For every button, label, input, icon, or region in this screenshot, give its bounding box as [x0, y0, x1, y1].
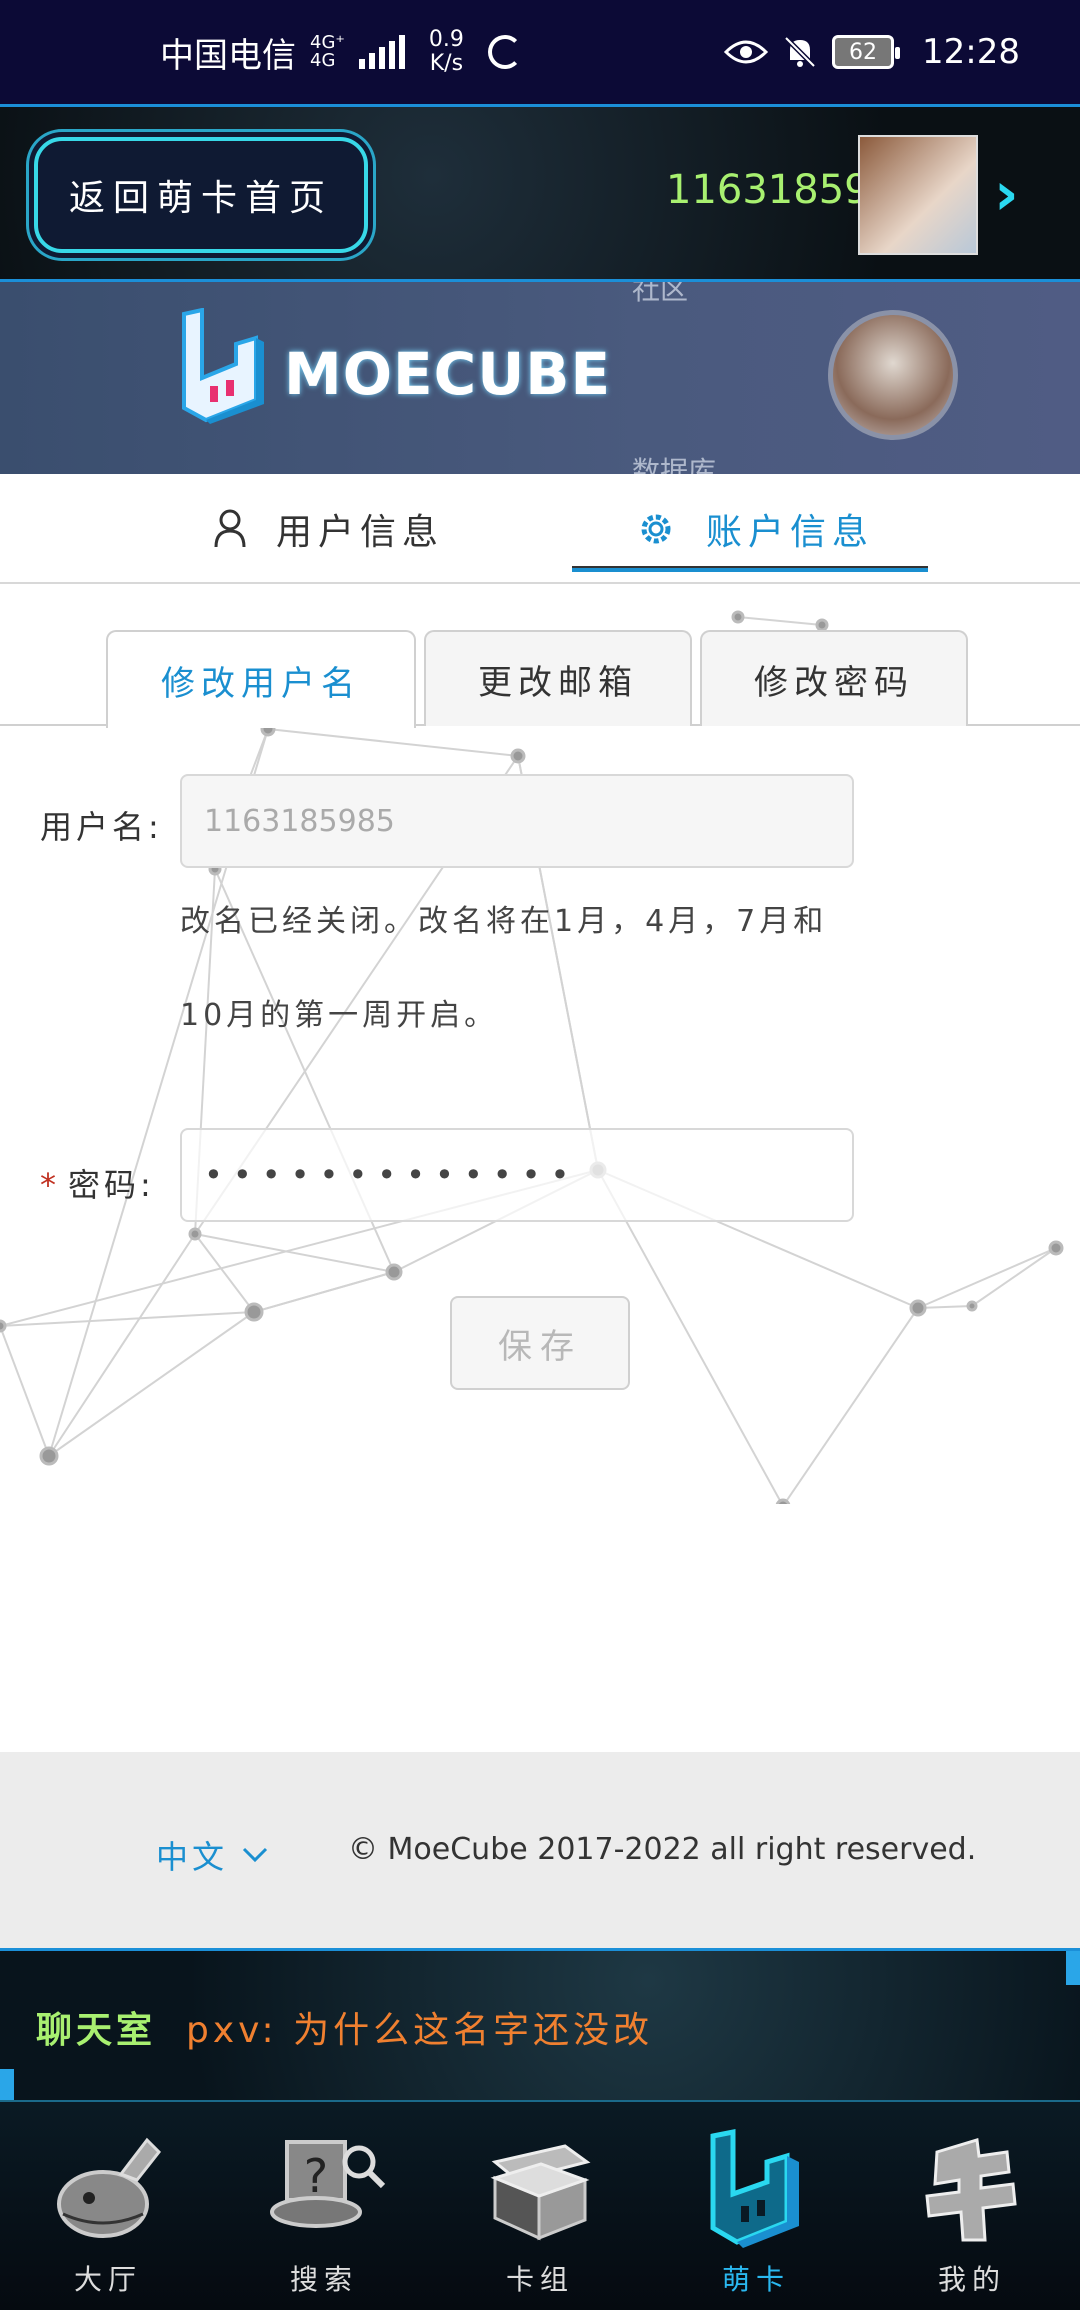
required-mark: * — [40, 1166, 60, 1204]
nav-mine-label: 我的 — [937, 2263, 1006, 2296]
back-to-home-button[interactable]: 返回萌卡首页 — [34, 137, 368, 253]
tab-account-info[interactable]: 账户信息 — [636, 474, 874, 584]
battery-level: 62 — [849, 39, 878, 65]
chat-room-label: 聊天室 — [36, 2010, 157, 2051]
password-label: 密码: — [68, 1166, 155, 1204]
card-box-icon — [490, 2144, 591, 2241]
password-input[interactable]: ••••••••••••• — [180, 1128, 854, 1222]
moecube-logo-icon — [710, 2128, 799, 2248]
chevron-down-icon — [242, 1847, 268, 1863]
username-input[interactable]: 1163185985 — [180, 774, 854, 868]
save-button[interactable]: 保存 — [450, 1296, 630, 1390]
status-left: 中国电信 4G⁺ 4G 0.9 K/s — [160, 28, 522, 77]
nav-deck[interactable]: 卡组 — [432, 2102, 648, 2310]
username-placeholder: 1163185985 — [204, 803, 395, 839]
password-label-wrap: *密码: — [40, 1160, 155, 1206]
nav-deck-label: 卡组 — [505, 2263, 574, 2296]
network-speed: 0.9 K/s — [429, 28, 464, 76]
chat-corner-left — [0, 2069, 14, 2103]
tab-change-username[interactable]: 修改用户名 — [106, 630, 416, 728]
nav-moecube[interactable]: 萌卡 — [648, 2102, 864, 2310]
nav-mine[interactable]: 我的 — [864, 2102, 1080, 2310]
chat-latest-message: pxv: 为什么这名字还没改 — [186, 2010, 654, 2051]
battery-icon: 62 — [832, 35, 901, 69]
nav-lobby[interactable]: 大厅 — [0, 2102, 216, 2310]
copyright-text: © MoeCube 2017-2022 all right reserved. — [348, 1832, 977, 1867]
active-tab-indicator — [572, 566, 928, 572]
chat-corner-right — [1066, 1951, 1080, 1985]
tab-change-username-label: 修改用户名 — [161, 663, 361, 704]
svg-text:?: ? — [304, 2149, 328, 2203]
mute-bell-icon — [784, 36, 816, 68]
moecube-banner: 社区 数据库 MOECUBE — [0, 282, 1080, 474]
moecube-logo-icon[interactable] — [176, 308, 268, 424]
gear-icon — [641, 514, 671, 544]
back-to-home-label: 返回萌卡首页 — [68, 178, 333, 219]
magnifier-hat-icon: ? — [270, 2140, 386, 2228]
form-tabs: 修改用户名 更改邮箱 修改密码 — [0, 628, 1080, 728]
tab-change-email[interactable]: 更改邮箱 — [424, 630, 692, 726]
signal-icon — [358, 35, 405, 69]
eye-icon — [724, 40, 769, 64]
network-type: 4G⁺ 4G — [310, 34, 345, 70]
tab-change-email-label: 更改邮箱 — [478, 662, 638, 703]
tab-change-password-label: 修改密码 — [754, 662, 914, 703]
username-label: 用户名: — [40, 808, 163, 846]
header-avatar[interactable] — [858, 135, 978, 255]
profile-glyph-icon — [925, 2138, 1017, 2242]
language-value: 中文 — [156, 1838, 229, 1876]
password-value: ••••••••••••• — [204, 1156, 580, 1194]
footer: 中文 © MoeCube 2017-2022 all right reserve… — [0, 1752, 1080, 1948]
account-tabs: 用户信息 账户信息 — [0, 474, 1080, 584]
language-select[interactable]: 中文 — [156, 1832, 268, 1878]
tab-account-info-label: 账户信息 — [706, 512, 875, 553]
speed-value: 0.9 — [428, 27, 464, 52]
dolphin-icon — [57, 2137, 162, 2238]
nav-search[interactable]: ? 搜索 — [216, 2102, 432, 2310]
speed-unit: K/s — [429, 51, 464, 76]
user-icon — [214, 509, 246, 548]
status-right: 62 12:28 — [724, 32, 1020, 72]
save-button-label: 保存 — [498, 1326, 582, 1367]
chevron-right-icon[interactable]: › — [994, 159, 1019, 229]
network-type-primary: 4G⁺ — [310, 32, 345, 53]
nav-search-label: 搜索 — [289, 2263, 358, 2296]
rename-notice-line2: 10月的第一周开启。 — [180, 998, 499, 1033]
status-bar: 中国电信 4G⁺ 4G 0.9 K/s — [0, 0, 1080, 104]
network-type-secondary: 4G — [310, 50, 336, 71]
banner-nav-database[interactable]: 数据库 — [632, 455, 717, 474]
clock: 12:28 — [922, 32, 1020, 72]
loading-icon — [487, 35, 522, 69]
tab-user-info-label: 用户信息 — [276, 512, 445, 553]
moecube-logo-text[interactable]: MOECUBE — [284, 340, 612, 408]
nav-lobby-label: 大厅 — [73, 2263, 142, 2296]
game-header: 返回萌卡首页 1163185985 › — [0, 104, 1080, 282]
rename-notice-line1: 改名已经关闭。改名将在1月，4月，7月和 — [180, 904, 828, 939]
tab-change-password[interactable]: 修改密码 — [700, 630, 968, 726]
bottom-nav: 大厅 ? 搜索 卡组 — [0, 2100, 1080, 2310]
nav-moecube-label: 萌卡 — [721, 2263, 790, 2296]
carrier-name: 中国电信 — [160, 35, 296, 76]
banner-avatar[interactable] — [828, 310, 958, 440]
chat-bar[interactable]: 聊天室 pxv: 为什么这名字还没改 — [0, 1948, 1080, 2103]
banner-nav-community[interactable]: 社区 — [632, 282, 689, 306]
tab-user-info[interactable]: 用户信息 — [214, 474, 444, 584]
